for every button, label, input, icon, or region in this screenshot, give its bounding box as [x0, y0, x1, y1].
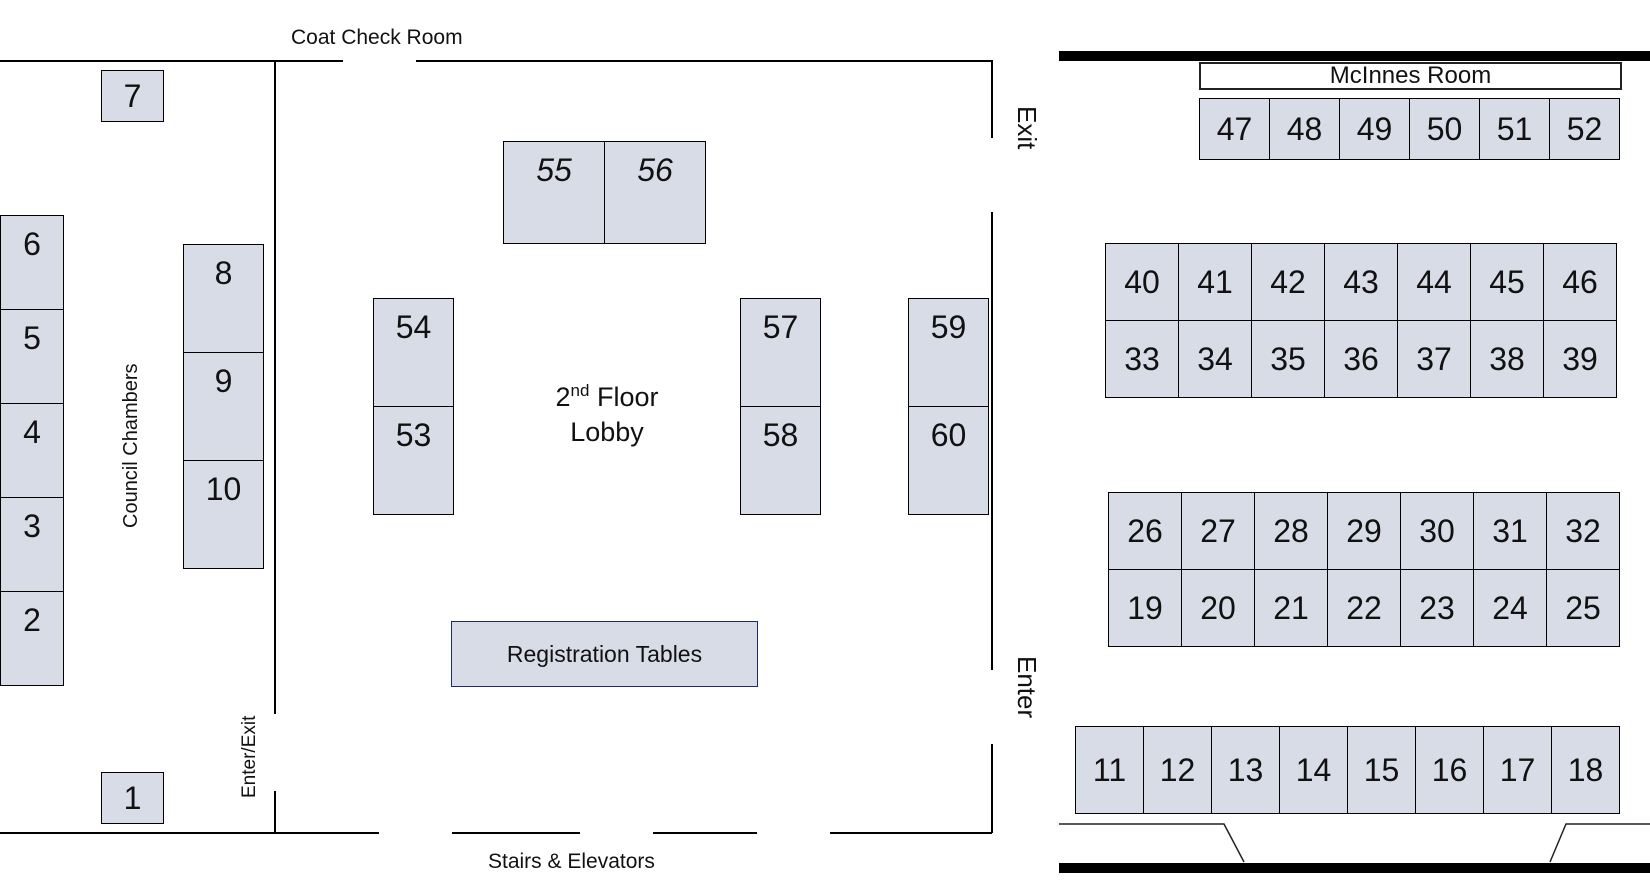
booth-41: 41: [1178, 243, 1252, 321]
mcinnes-top-wall: [1059, 51, 1650, 61]
booth-43: 43: [1324, 243, 1398, 321]
booth-1: 1: [101, 772, 164, 824]
booth-16: 16: [1415, 726, 1484, 814]
booth-34: 34: [1178, 320, 1252, 398]
booth-28: 28: [1254, 492, 1328, 570]
partition-lower: [274, 791, 276, 833]
booth-29: 29: [1327, 492, 1401, 570]
booth-27: 27: [1181, 492, 1255, 570]
booth-59: 59: [908, 298, 989, 407]
booth-55: 55: [503, 141, 605, 244]
booth-7: 7: [101, 70, 164, 122]
booth-39: 39: [1543, 320, 1617, 398]
booth-50: 50: [1409, 98, 1480, 160]
booth-45: 45: [1470, 243, 1544, 321]
lobby-floor-word: Floor: [589, 382, 659, 412]
booth-25: 25: [1546, 569, 1620, 647]
booth-13: 13: [1211, 726, 1280, 814]
wall-bottom-3: [653, 832, 757, 834]
lobby-label: 2nd Floor Lobby: [527, 373, 687, 450]
booth-22: 22: [1327, 569, 1401, 647]
booth-58: 58: [740, 406, 821, 515]
booth-48: 48: [1269, 98, 1340, 160]
wall-right-middle: [991, 212, 993, 670]
booth-19: 19: [1108, 569, 1182, 647]
booth-57: 57: [740, 298, 821, 407]
coat-check-label: Coat Check Room: [291, 26, 463, 49]
booth-32: 32: [1546, 492, 1620, 570]
booth-35: 35: [1251, 320, 1325, 398]
lobby-floor-suffix: nd: [570, 381, 590, 400]
booth-8: 8: [183, 244, 264, 353]
booth-51: 51: [1479, 98, 1550, 160]
booth-52: 52: [1549, 98, 1620, 160]
wall-top-left: [0, 60, 343, 62]
booth-30: 30: [1400, 492, 1474, 570]
entrance-line-right: [1549, 823, 1650, 863]
booth-53: 53: [373, 406, 454, 515]
booth-20: 20: [1181, 569, 1255, 647]
booth-46: 46: [1543, 243, 1617, 321]
wall-bottom-2: [452, 832, 580, 834]
booth-14: 14: [1279, 726, 1348, 814]
wall-right-upper: [991, 60, 993, 138]
booth-36: 36: [1324, 320, 1398, 398]
booth-49: 49: [1339, 98, 1410, 160]
booth-54: 54: [373, 298, 454, 407]
stairs-elevators-label: Stairs & Elevators: [488, 850, 655, 873]
lobby-name: Lobby: [570, 417, 644, 447]
wall-top-right: [416, 60, 992, 62]
booth-23: 23: [1400, 569, 1474, 647]
booth-38: 38: [1470, 320, 1544, 398]
booth-2: 2: [0, 591, 64, 686]
lobby-floor-number: 2: [555, 382, 571, 412]
booth-56: 56: [604, 141, 706, 244]
registration-tables: Registration Tables: [451, 621, 758, 687]
booth-42: 42: [1251, 243, 1325, 321]
entrance-line-left: [1059, 823, 1245, 863]
booth-24: 24: [1473, 569, 1547, 647]
booth-21: 21: [1254, 569, 1328, 647]
booth-26: 26: [1108, 492, 1182, 570]
booth-9: 9: [183, 352, 264, 461]
wall-right-lower: [991, 744, 993, 833]
booth-12: 12: [1143, 726, 1212, 814]
booth-15: 15: [1347, 726, 1416, 814]
wall-bottom-4: [830, 832, 992, 834]
booth-10: 10: [183, 460, 264, 569]
mcinnes-bottom-wall: [1059, 863, 1650, 873]
booth-18: 18: [1551, 726, 1620, 814]
booth-60: 60: [908, 406, 989, 515]
booth-17: 17: [1483, 726, 1552, 814]
mcinnes-room-label: McInnes Room: [1199, 62, 1622, 90]
booth-4: 4: [0, 403, 64, 498]
wall-bottom-1: [0, 832, 379, 834]
booth-47: 47: [1199, 98, 1270, 160]
partition-upper: [274, 60, 276, 714]
